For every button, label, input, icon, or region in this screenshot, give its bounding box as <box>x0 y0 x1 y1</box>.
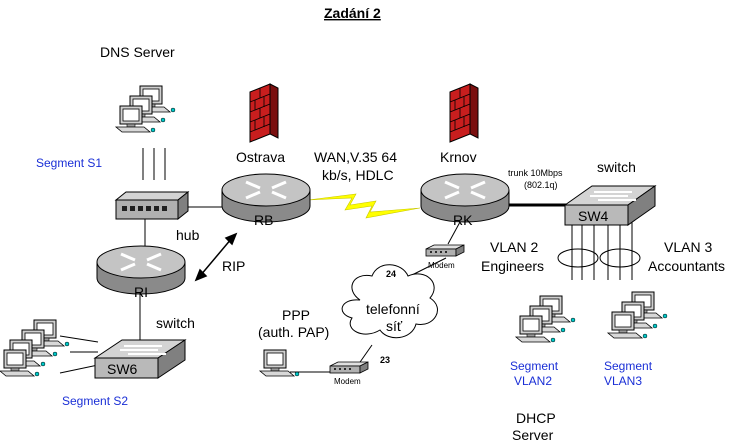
modem-top <box>425 244 465 257</box>
port-23-label: 23 <box>380 355 390 365</box>
vlan2-pcs <box>515 295 576 343</box>
segment-vlan2-label-line2: VLAN2 <box>514 374 552 388</box>
phone-network-cloud <box>341 264 438 339</box>
vlan3-label-line1: VLAN 3 <box>664 239 712 255</box>
router-rk-label: RK <box>453 212 473 228</box>
wan-label-line1: WAN,V.35 64 <box>314 149 397 165</box>
segment-vlan3-label-line2: VLAN3 <box>604 374 642 388</box>
firewall-krnov-icon <box>449 83 479 143</box>
rip-label: RIP <box>222 258 245 274</box>
modem-top-label: Modem <box>428 261 455 270</box>
trunk-label-line2: (802.1q) <box>524 180 558 190</box>
segment-s2-label: Segment S2 <box>62 394 128 408</box>
ostrava-label: Ostrava <box>236 149 285 165</box>
wan-label-line2: kb/s, HDLC <box>322 167 394 183</box>
segment-s1-label: Segment S1 <box>36 156 102 170</box>
modem-bottom-label: Modem <box>334 377 361 386</box>
hub-device <box>114 190 190 221</box>
dhcp-label-line2: Server <box>512 427 554 443</box>
switch-sw6-label: SW6 <box>107 361 138 377</box>
port-24-label: 24 <box>386 269 396 279</box>
vlan3-pcs <box>607 291 668 339</box>
hub-label: hub <box>176 227 200 243</box>
switch-left-label: switch <box>156 315 195 331</box>
dns-server-pcs <box>115 85 176 133</box>
segment-vlan3-label-line1: Segment <box>604 359 653 373</box>
switch-right-label: switch <box>597 159 636 175</box>
segment-s2-pcs <box>0 319 70 377</box>
krnov-label: Krnov <box>440 149 477 165</box>
vlan2-label-line2: Engineers <box>481 258 544 274</box>
wan-link <box>307 193 421 219</box>
switch-sw4-label: SW4 <box>578 208 609 224</box>
switch-sw4 <box>563 185 657 226</box>
dhcp-label-line1: DHCP <box>516 410 556 426</box>
rip-arrow <box>194 232 238 282</box>
dns-server-label: DNS Server <box>100 44 175 60</box>
cloud-label-line2: síť <box>386 318 403 334</box>
switch-sw6 <box>93 339 187 379</box>
trunk-label-line1: trunk 10Mbps <box>508 168 563 178</box>
diagram-title: Zadání 2 <box>324 5 381 21</box>
router-rb-label: RB <box>254 212 273 228</box>
vlan2-label-line1: VLAN 2 <box>490 239 538 255</box>
firewall-ostrava-icon <box>249 83 279 143</box>
vlan2-group <box>557 248 599 268</box>
vlan3-group <box>599 248 641 268</box>
cloud-label-line1: telefonní <box>366 301 420 317</box>
ppp-label-line1: PPP <box>282 307 310 323</box>
modem-bottom <box>329 361 369 374</box>
vlan3-label-line2: Accountants <box>648 258 725 274</box>
ppp-label-line2: (auth. PAP) <box>258 324 329 340</box>
router-ri-label: RI <box>134 284 148 300</box>
segment-vlan2-label-line1: Segment <box>510 359 559 373</box>
